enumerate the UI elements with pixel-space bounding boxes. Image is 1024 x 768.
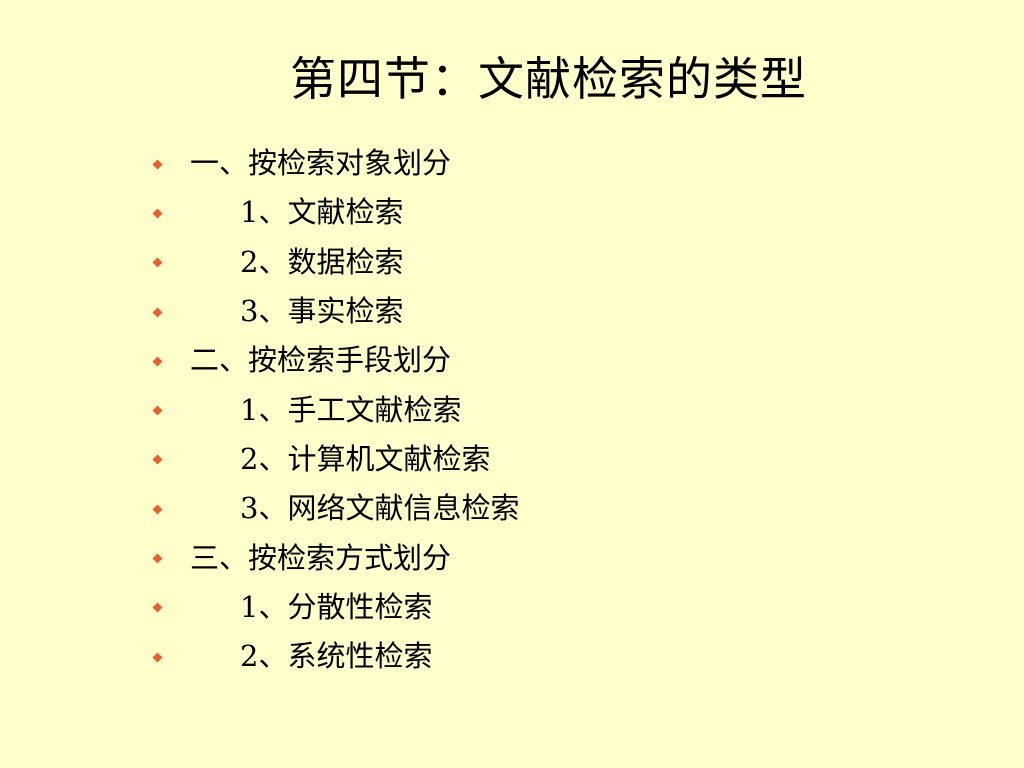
diamond-bullet-icon	[152, 356, 163, 367]
diamond-bullet-icon	[152, 553, 163, 564]
bullet-text: 2、计算机文献检索	[240, 441, 491, 476]
diamond-bullet-icon	[152, 159, 163, 170]
diamond-bullet-icon	[152, 208, 163, 219]
diamond-bullet-icon	[152, 307, 163, 317]
bullet-text: 2、系统性检索	[240, 639, 433, 674]
bullet-text: 一、按检索对象划分	[190, 146, 452, 181]
bullet-text: 1、手工文献检索	[240, 392, 462, 427]
slide-title: 第四节：文献检索的类型	[290, 52, 807, 106]
bullet-text: 2、数据检索	[240, 244, 404, 279]
diamond-bullet-icon	[152, 454, 163, 465]
diamond-bullet-icon	[152, 257, 163, 268]
bullet-text: 3、事实检索	[240, 294, 404, 329]
bullet-text: 二、按检索手段划分	[190, 343, 452, 378]
diamond-bullet-icon	[152, 652, 163, 663]
diamond-bullet-icon	[152, 504, 163, 515]
bullet-text: 三、按检索方式划分	[190, 540, 452, 575]
bullet-text: 3、网络文献信息检索	[240, 491, 520, 526]
diamond-bullet-icon	[152, 602, 163, 613]
bullet-text: 1、分散性检索	[240, 589, 433, 624]
diamond-bullet-icon	[152, 405, 163, 416]
bullet-text: 1、文献检索	[240, 195, 404, 230]
